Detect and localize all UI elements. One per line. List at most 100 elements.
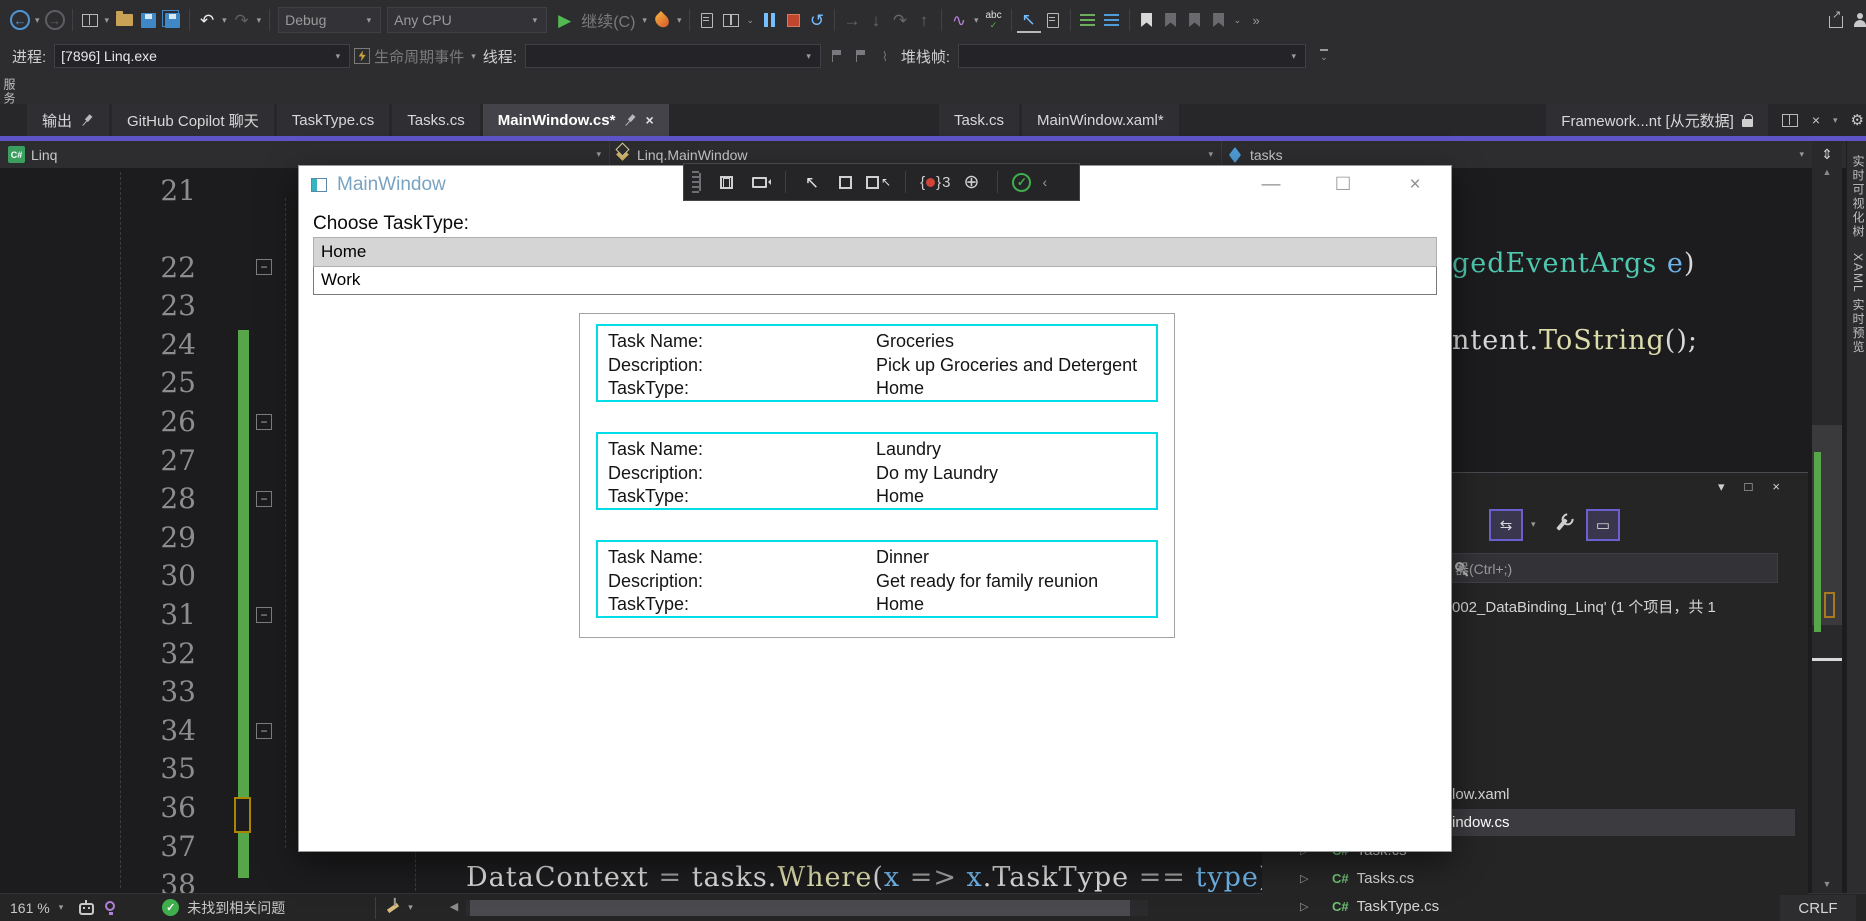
member-dropdown[interactable]: tasks ▾ [1222,141,1812,168]
go-to-live-visual-tree-button[interactable] [714,169,738,195]
listbox-item-home[interactable]: Home [313,237,1437,267]
splitter-grip-icon[interactable]: ⇕ [1821,146,1833,162]
continue-dropdown[interactable]: ▾ [642,14,647,25]
fold-box-line-26[interactable]: − [256,414,272,430]
suspend-threads-button[interactable]: ⌇ [881,48,889,64]
horizontal-scrollbar[interactable] [466,899,1149,916]
close-document-button[interactable]: × [1811,112,1821,128]
redo-button[interactable]: ↷ [234,10,249,30]
diagnostics-button[interactable]: ∿ [951,10,967,30]
tree-row-tasktype.cs[interactable]: ▷C#TaskType.cs [1262,893,1795,920]
tab-framework-metadata[interactable]: Framework...nt [从元数据] [1546,104,1768,136]
undo-button[interactable]: ↶ [199,10,215,30]
app-close-button[interactable]: × [1409,174,1421,195]
next-bookmark-button[interactable] [1183,7,1207,33]
hot-reload-button[interactable] [650,7,674,33]
editor-settings-button[interactable]: ⚙ [1850,111,1864,129]
tab-github-copilot-[interactable]: GitHub Copilot 聊天 [112,104,274,136]
hot-reload-status-button[interactable]: {} 3 [920,174,950,191]
open-file-button[interactable] [112,7,136,33]
lifecycle-events-button[interactable]: 生命周期事件 [374,48,465,66]
type-dropdown[interactable]: Linq.MainWindow ▾ [610,141,1222,168]
zoom-select[interactable]: 161 % ▾ [10,900,66,916]
fold-box-line-28[interactable]: − [256,491,272,507]
lifecycle-dropdown[interactable]: ▾ [471,50,476,61]
solution-root-row[interactable]: 002_DataBinding_Linq' (1 个项目，共 1 [1262,593,1795,620]
thread-select[interactable]: ▾ [524,44,821,68]
tab-tasks.cs[interactable]: Tasks.cs [392,104,480,136]
find-in-files-button[interactable] [695,7,719,33]
panel-close-button[interactable]: × [1772,479,1780,494]
save-all-button[interactable] [160,7,184,33]
collapse-overlay-button[interactable]: ‹ [1042,174,1048,190]
app-window-titlebar[interactable]: MainWindow [299,166,1451,204]
toolbar2-overflow-button[interactable]: ⌄ [1320,49,1328,63]
navigate-back-button[interactable]: ← [8,7,32,33]
properties-button[interactable] [1550,511,1574,537]
display-adorners-button[interactable] [833,169,857,195]
toggle-bookmark-button[interactable] [1135,7,1159,33]
new-item-button[interactable] [78,7,102,33]
sync-dropdown[interactable]: ▾ [1531,519,1536,529]
step-over-button[interactable]: ↷ [892,10,908,30]
pin-icon[interactable] [621,110,641,130]
stop-debugging-button[interactable] [781,7,805,33]
fold-box-line-34[interactable]: − [256,723,272,739]
format-document-button[interactable] [1100,7,1124,33]
redo-dropdown[interactable]: ▾ [256,14,262,25]
navigate-to-source-button[interactable] [1041,7,1065,33]
indent-button[interactable] [1076,7,1100,33]
break-all-button[interactable] [757,7,781,33]
clear-bookmarks-button[interactable] [1207,7,1231,33]
tree-row-tasks.cs[interactable]: ▷C#Tasks.cs [1262,865,1795,892]
navigate-forward-button[interactable]: → [43,7,67,33]
sync-with-active-document-button[interactable]: ⇆ [1489,509,1523,541]
scroll-up-button[interactable]: ▲ [1822,167,1832,177]
live-visual-tree-vertical-tab[interactable]: 实时可视化树 [1851,155,1865,239]
account-button[interactable] [1848,7,1866,33]
hscroll-thumb[interactable] [470,899,1131,916]
toolbar-overflow-button[interactable]: » [1252,12,1260,28]
restart-button[interactable]: ↺ [809,10,825,30]
show-next-statement-button[interactable]: → [843,10,861,30]
tree-row-partial-0[interactable]: low.xaml [1262,781,1795,808]
hscroll-left-button[interactable]: ◀ [449,901,459,913]
tab-tasktype.cs[interactable]: TaskType.cs [276,104,390,136]
window-layout-button[interactable] [719,7,743,33]
expand-arrow-icon[interactable]: ▷ [1300,901,1309,913]
spell-check-button[interactable]: abc ✓ [982,7,1006,33]
track-focused-element-button[interactable]: ↖ [866,169,891,195]
suggestions-button[interactable] [98,895,122,921]
preview-selected-items-button[interactable]: ▭ [1586,509,1620,541]
code-cleanup-dropdown[interactable]: ▾ [408,902,413,912]
prev-bookmark-button[interactable] [1159,7,1183,33]
step-into-button[interactable]: ↓ [871,10,881,30]
listbox-item-work[interactable]: Work [321,270,361,289]
new-item-dropdown[interactable]: ▾ [104,14,110,25]
app-minimize-button[interactable]: — [1261,174,1281,195]
select-element-button[interactable]: ↖ [804,172,820,192]
tab-close-icon[interactable]: × [645,112,654,128]
line-ending-indicator[interactable]: CRLF [1780,895,1856,921]
save-button[interactable] [136,7,160,33]
panel-dropdown-button[interactable]: ▾ [1718,479,1725,494]
tab-task.cs[interactable]: Task.cs [939,104,1020,136]
fold-box-line-31[interactable]: − [256,607,272,623]
expand-arrow-icon[interactable]: ▷ [1300,873,1309,885]
code-cleanup-button[interactable] [381,895,405,921]
solution-platform-select[interactable]: Any CPU▾ [387,7,548,33]
stack-frame-select[interactable]: ▾ [958,44,1307,68]
live-share-button[interactable] [1824,7,1848,33]
process-select[interactable]: [7896] Linq.exe▾ [54,44,351,68]
bookmark-dropdown[interactable]: ⌄ [1233,14,1242,25]
diagnostics-dropdown[interactable]: ▾ [974,14,979,25]
accessibility-checker-button[interactable]: ⊕ [963,171,980,193]
document-health-indicator[interactable]: ✓ 未找到相关问题 [162,898,285,918]
pin-icon[interactable] [77,110,97,130]
fold-box-line-22[interactable]: − [256,259,272,275]
project-dropdown[interactable]: C# Linq ▾ [0,141,610,168]
scroll-down-button[interactable]: ▼ [1822,879,1832,889]
tab--[interactable]: 输出 [27,104,110,136]
panel-dock-button[interactable]: □ [1744,479,1753,494]
drag-grip-icon[interactable] [692,171,699,193]
